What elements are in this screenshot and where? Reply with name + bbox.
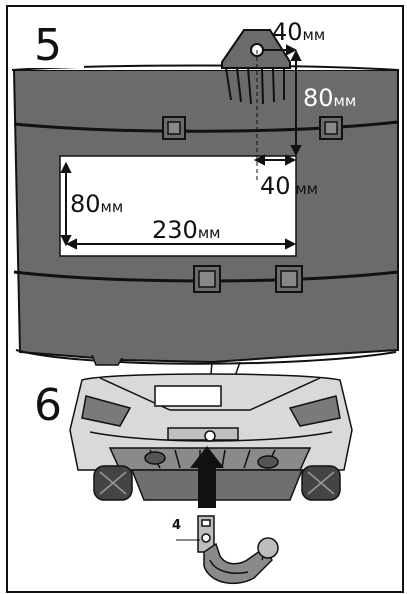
clip <box>193 265 221 293</box>
step-number-6: 6 <box>34 380 62 431</box>
dimension-arrows <box>60 44 302 250</box>
tow-hitch <box>197 515 279 585</box>
underbody <box>130 469 304 501</box>
clip <box>275 265 303 293</box>
dim-cutout-height: 80мм <box>70 190 123 218</box>
dim-bracket-vertical: 80мм <box>303 84 356 112</box>
step-number-5: 5 <box>34 20 62 71</box>
dim-top-offset: 40мм <box>272 18 325 46</box>
step5-panel: 40мм 80мм 40 мм 80мм 230мм 5 <box>11 12 399 366</box>
dim-side-offset: 40 мм <box>260 172 318 200</box>
dim-cutout-width: 230мм <box>152 216 220 244</box>
car-rear <box>69 373 353 471</box>
step6-panel: 6 <box>34 373 353 585</box>
insert-arrow-icon <box>190 446 224 508</box>
bumper-crease-upper <box>13 120 399 133</box>
diagram-frame <box>6 5 404 593</box>
clip <box>319 116 343 140</box>
part-label-4: 4 <box>172 518 181 533</box>
mount-point <box>204 430 216 442</box>
clip <box>162 116 186 140</box>
wheel <box>301 465 341 501</box>
wheel <box>93 465 133 501</box>
